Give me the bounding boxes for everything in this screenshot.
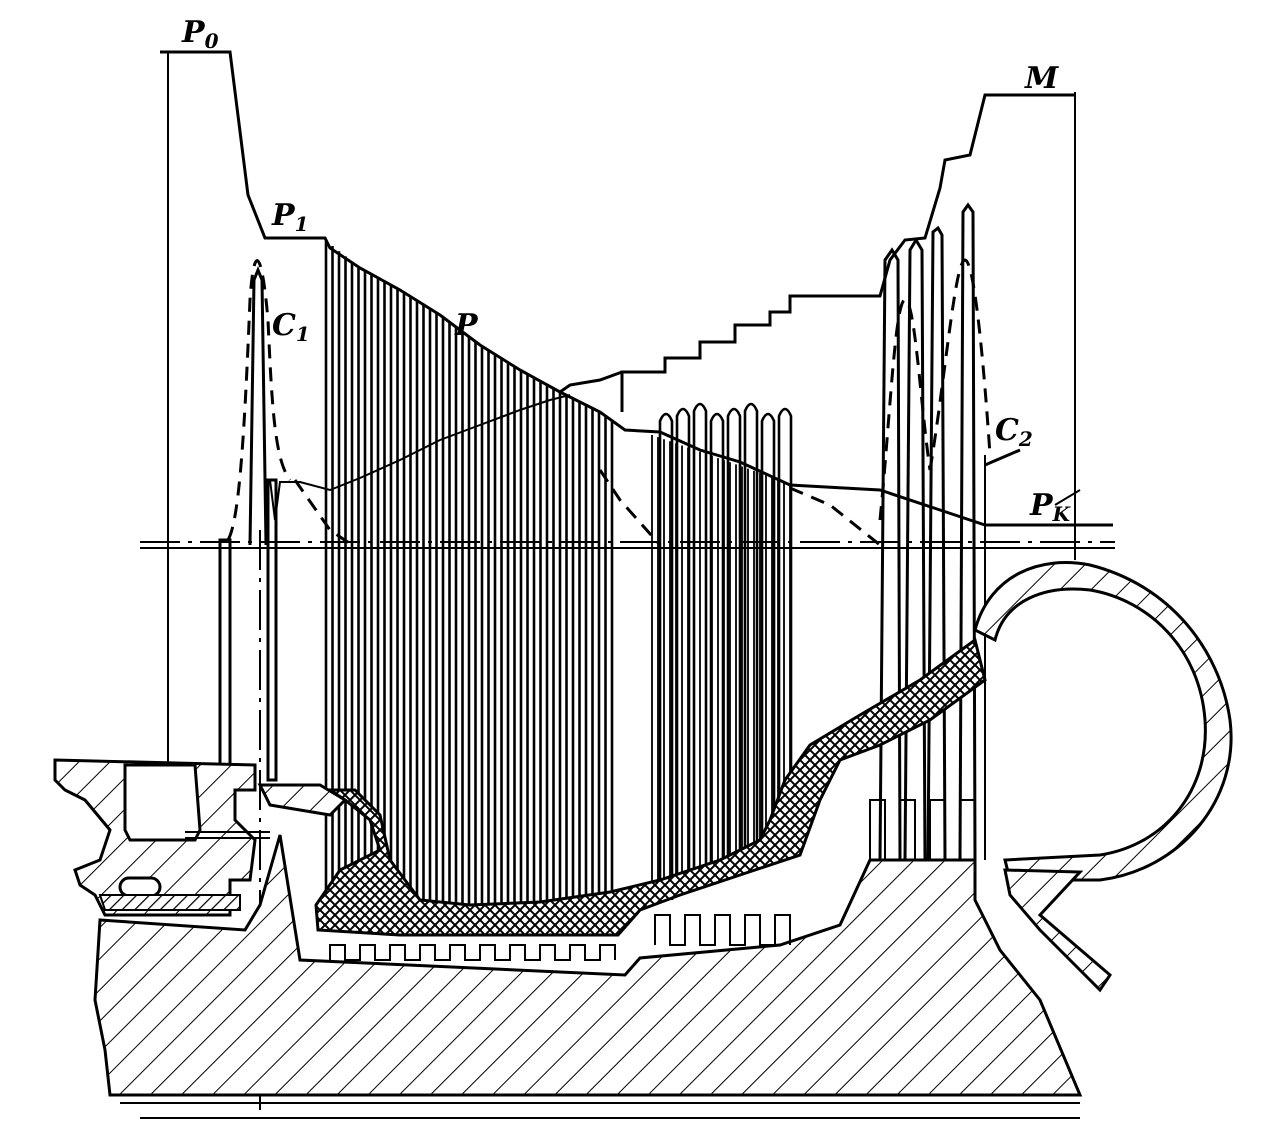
label-p: P: [454, 308, 479, 343]
axis-lines: [120, 52, 1115, 1119]
ip-blade: [743, 402, 759, 860]
ip-blade: [709, 412, 725, 876]
label-m: M: [1024, 61, 1059, 96]
ip-blade: [726, 407, 742, 868]
label-pk: PK: [1029, 488, 1081, 526]
labyrinth-seal: [329, 799, 976, 961]
ip-blade-stack: [651, 402, 793, 900]
curve-m: [559, 93, 1075, 412]
ip-blade: [658, 412, 674, 900]
svg-text:P1: P1: [271, 198, 308, 236]
label-c2: C2: [995, 413, 1033, 451]
lp-blades: [878, 202, 1021, 861]
svg-text:C1: C1: [272, 308, 310, 346]
curve-p-main: [160, 50, 1113, 527]
hp-blade-stack: [324, 240, 614, 920]
curve-c2-dashed: [789, 258, 992, 547]
ip-blade: [777, 407, 793, 844]
ip-blade: [692, 402, 708, 884]
ip-blade: [760, 412, 776, 852]
curve-p-low: [269, 394, 571, 521]
label-c1: C1: [272, 308, 310, 346]
label-p1: P1: [271, 198, 308, 236]
exhaust-hood: [973, 561, 1233, 993]
ip-blade: [675, 407, 691, 892]
label-p0: P0: [181, 15, 219, 53]
rotor: [93, 799, 1083, 1097]
svg-text:M: M: [1024, 61, 1059, 96]
svg-text:P0: P0: [181, 15, 219, 53]
front-seal-housing: [53, 758, 348, 917]
svg-text:C2: C2: [995, 413, 1033, 451]
svg-text:P: P: [454, 308, 479, 343]
svg-text:PK: PK: [1029, 488, 1072, 526]
